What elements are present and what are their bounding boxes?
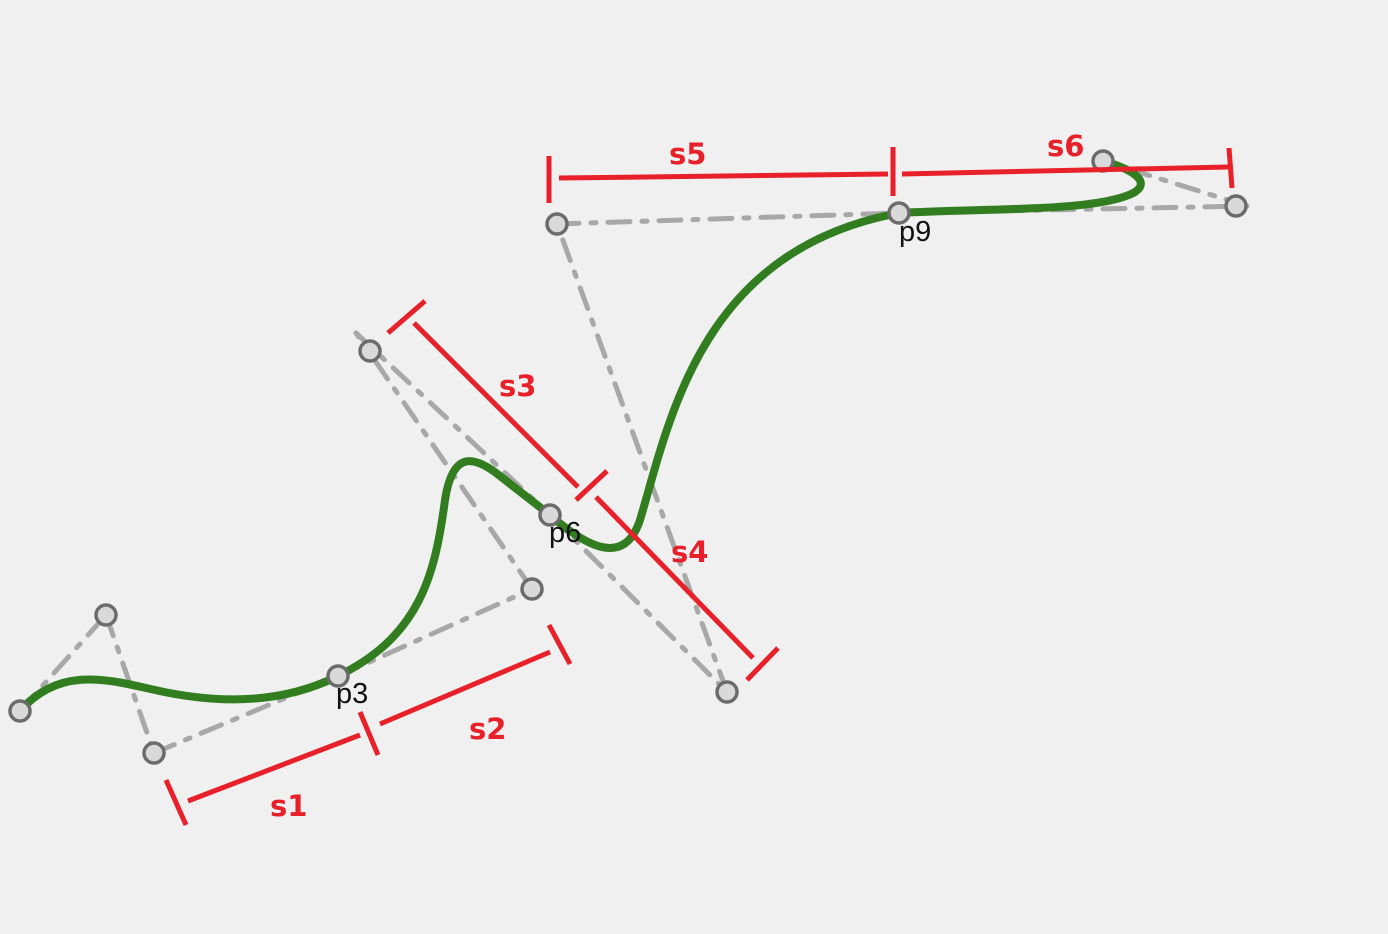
segment-label-s5: s5 [669,137,706,171]
control-line-p6-p7 [547,512,730,695]
segment-label-s4: s4 [671,535,708,569]
point-label-p3: p3 [336,678,368,710]
control-point-p10[interactable] [1224,194,1248,218]
segment-s3 [386,299,609,502]
segment-label-s6: s6 [1047,129,1084,163]
control-point-p2[interactable] [142,741,166,765]
segment-s2 [357,623,573,756]
control-point-p1[interactable] [94,603,118,627]
segment-measures [163,147,1235,827]
segment-s4 [594,495,780,682]
control-point-p5[interactable] [358,339,382,363]
control-point-p9[interactable] [887,201,911,225]
control-point-p7[interactable] [715,680,739,704]
control-line-p5-p6 [353,330,553,518]
point-label-p6: p6 [549,517,581,549]
segment-label-s1: s1 [270,789,307,823]
segment-s5 [546,147,896,203]
control-points [8,149,1248,765]
control-point-p8[interactable] [545,212,569,236]
control-polygon [17,158,1250,756]
segment-s1 [163,732,361,827]
control-line-p7-p8 [554,221,730,695]
control-line-p8-p9 [554,210,902,227]
point-label-p9: p9 [899,216,931,248]
segment-s6 [901,147,1235,189]
control-line-p4-p5 [353,330,535,592]
bezier-curve [16,157,1145,715]
segment-label-s3: s3 [499,369,536,403]
control-point-p4[interactable] [520,577,544,601]
control-point-p6[interactable] [538,503,562,527]
control-point-p3[interactable] [326,664,350,688]
control-point-p0[interactable] [8,699,32,723]
segment-label-s2: s2 [469,712,506,746]
